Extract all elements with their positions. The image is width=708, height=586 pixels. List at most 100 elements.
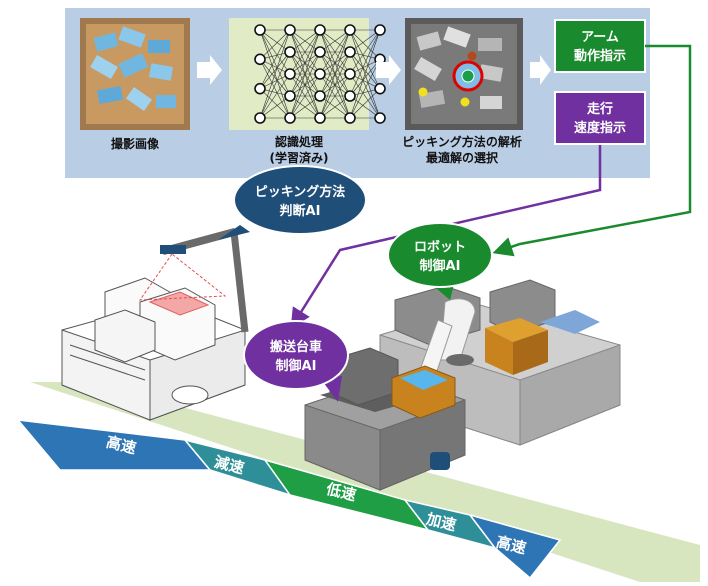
flow-arrow-1 — [197, 55, 222, 85]
nn-edge — [289, 29, 321, 97]
picking-station — [61, 277, 246, 421]
svg-text:判断AI: 判断AI — [280, 203, 321, 219]
nn-edge — [349, 29, 381, 53]
nn-edge — [319, 29, 351, 97]
target-ring-icon — [452, 60, 484, 92]
nn-edge — [259, 29, 291, 60]
nn-edge — [289, 95, 321, 119]
nn-edge — [349, 29, 381, 75]
transport-cart — [304, 347, 466, 491]
nn-node — [284, 112, 296, 124]
picking-ai-bubble: ピッキング方法 判断AI — [218, 165, 367, 240]
nn-node — [344, 46, 356, 58]
flow-arrow-3 — [530, 55, 551, 85]
nn-edge — [259, 29, 291, 53]
nn-edge — [349, 29, 381, 97]
nn-edge — [259, 29, 291, 119]
svg-text:走行: 走行 — [587, 101, 613, 117]
svg-text:搬送台車: 搬送台車 — [270, 339, 322, 355]
nn-edge — [319, 73, 351, 119]
nn-edge — [259, 73, 291, 119]
nn-edge — [319, 29, 351, 119]
nn-node — [374, 82, 386, 95]
nn-edge — [349, 88, 381, 119]
nn-node — [314, 112, 326, 124]
nn-edge — [289, 73, 321, 119]
captured-image — [80, 18, 190, 130]
nn-edge — [349, 73, 381, 119]
nn-edge — [319, 29, 351, 75]
nn-edge — [289, 29, 321, 53]
nn-node — [284, 46, 296, 58]
nn-node — [374, 112, 386, 124]
nn-edge — [259, 59, 291, 97]
nn-node — [344, 112, 356, 124]
svg-text:ピッキング方法: ピッキング方法 — [255, 184, 346, 200]
nn-edge — [349, 29, 381, 119]
svg-text:動作指示: 動作指示 — [574, 48, 626, 64]
nn-node — [344, 68, 356, 80]
camera-icon — [160, 245, 186, 254]
step1-caption: 撮影画像 — [111, 136, 160, 151]
nn-edge — [349, 51, 381, 119]
step2-caption-line1: 認識処理 — [275, 134, 323, 149]
nn-node — [254, 53, 266, 66]
nn-edge — [289, 51, 321, 119]
nn-edge — [259, 59, 291, 119]
svg-text:ロボット: ロボット — [414, 239, 466, 255]
svg-text:制御AI: 制御AI — [276, 358, 317, 374]
nn-node — [314, 68, 326, 80]
nn-edge — [349, 59, 381, 119]
step3-caption-line2: 最適解の選択 — [426, 150, 499, 165]
nn-node — [284, 24, 296, 36]
nn-node — [284, 90, 296, 102]
nn-edge — [259, 29, 291, 97]
camera-post — [139, 228, 249, 333]
nn-node — [284, 68, 296, 80]
nn-edge — [349, 95, 381, 119]
nn-edge — [259, 51, 291, 119]
nn-node — [314, 90, 326, 102]
nn-node — [314, 46, 326, 58]
nn-edge — [259, 29, 291, 89]
arm-command-connector — [492, 44, 692, 257]
nn-edge — [289, 29, 321, 75]
nn-edge — [259, 51, 291, 89]
nn-node — [344, 90, 356, 102]
flow-arrow-2 — [376, 55, 401, 85]
nn-node — [344, 24, 356, 36]
svg-text:アーム: アーム — [581, 30, 619, 45]
nn-edge — [319, 51, 351, 119]
neural-network-image — [229, 18, 386, 130]
analysis-image — [405, 18, 523, 130]
step2-caption-line2: (学習済み) — [270, 150, 329, 165]
nn-edge — [349, 29, 381, 89]
svg-text:速度指示: 速度指示 — [574, 120, 626, 136]
travel-command-box: 走行 速度指示 — [554, 91, 646, 145]
arm-command-box: アーム 動作指示 — [554, 19, 646, 73]
nn-node — [254, 112, 266, 124]
nn-node — [254, 24, 266, 36]
nn-edge — [349, 29, 381, 60]
nn-edge — [259, 29, 291, 75]
robot-ai-bubble: ロボット 制御AI — [387, 222, 493, 300]
nn-edge — [259, 95, 291, 119]
nn-edge — [289, 29, 321, 119]
cart-ai-bubble: 搬送台車 制御AI — [243, 320, 349, 402]
speed-zone-arrow — [468, 513, 562, 580]
nn-edge — [259, 88, 291, 119]
step3-caption-line1: ピッキング方法の解析 — [402, 134, 522, 149]
nn-edge — [319, 95, 351, 119]
travel-command-connector — [290, 145, 602, 329]
nn-edge — [349, 51, 381, 89]
nn-node — [254, 82, 266, 95]
nn-edge — [319, 29, 351, 53]
nn-node — [314, 24, 326, 36]
cart-wheel-icon — [430, 452, 450, 470]
nn-edge — [349, 59, 381, 97]
nn-node — [374, 24, 386, 36]
svg-text:制御AI: 制御AI — [420, 258, 461, 274]
